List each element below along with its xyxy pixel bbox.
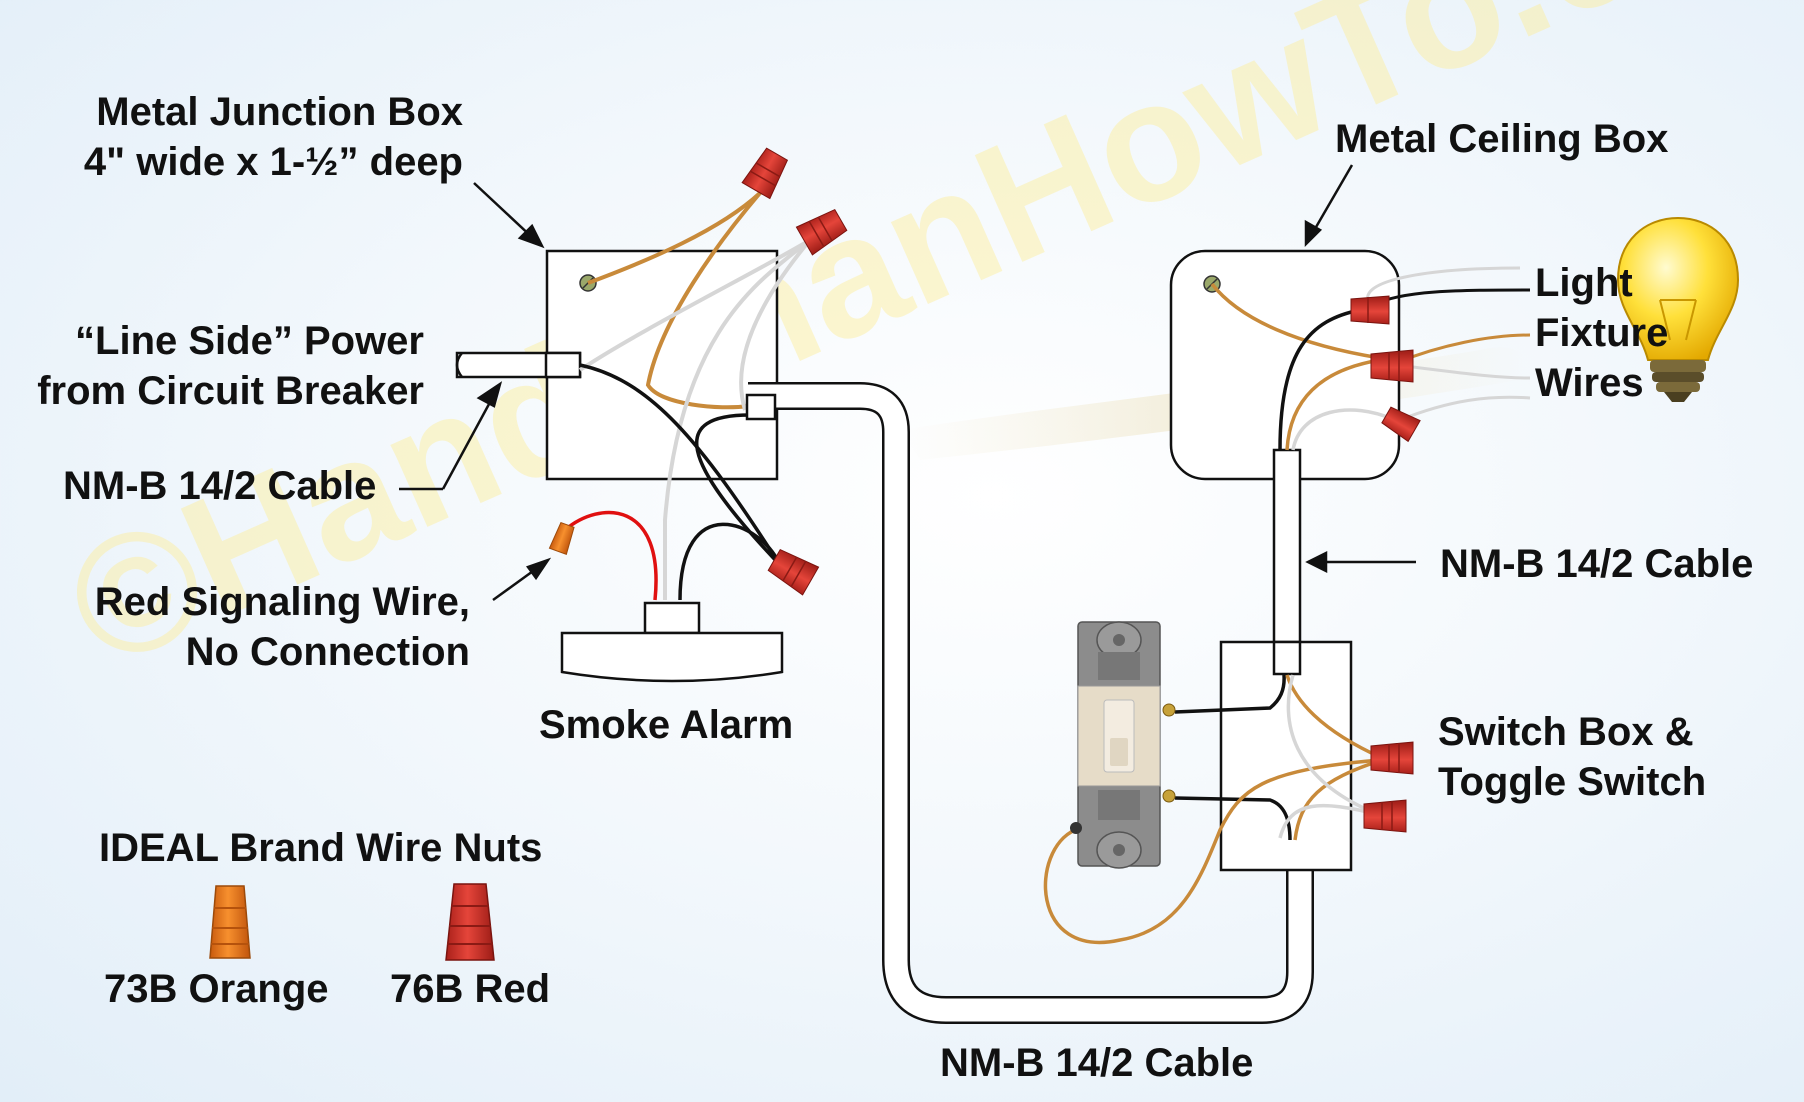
- signal-wire: [563, 510, 658, 601]
- wire-nut-junction-bottom: [767, 548, 820, 596]
- switch-box-group: [1043, 621, 1414, 945]
- switch-neutral-a: [1286, 674, 1381, 817]
- hot-wire-j3: [678, 522, 782, 601]
- light-fixture-label-line3: Wires: [1535, 361, 1644, 405]
- smoke-alarm-label: Smoke Alarm: [539, 703, 794, 747]
- red-wire-label: Red Signaling Wire, No Connection: [40, 577, 470, 677]
- switch-hot-in: [1174, 674, 1286, 714]
- cable-left-label: NM-B 14/2 Cable: [63, 464, 377, 508]
- switch-box-label-line1: Switch Box &: [1438, 710, 1694, 754]
- switch-neutral-b: [1278, 803, 1381, 839]
- neutral-wire-j1: [578, 238, 812, 372]
- switch-ground-loop: [1043, 758, 1381, 945]
- orange-nut-label: 73B Orange: [104, 967, 329, 1011]
- wire-nut-signal-orange: [548, 521, 575, 556]
- light-fixture-label: Light Fixture Wires: [1535, 258, 1668, 408]
- smoke-alarm-body: [560, 631, 784, 683]
- cable-right-label: NM-B 14/2 Cable: [1440, 542, 1754, 586]
- line-side-label-line2: from Circuit Breaker: [37, 369, 424, 413]
- wire-nut-switch-1: [1370, 741, 1414, 775]
- hot-wire-j1: [579, 363, 782, 566]
- red-wire-label-line1: Red Signaling Wire,: [94, 580, 470, 624]
- ground-wire-j2: [645, 191, 762, 410]
- red-nut-label: 76B Red: [390, 967, 551, 1011]
- junction-box-label-line1: Metal Junction Box: [96, 90, 463, 134]
- hot-wire-j2: [695, 413, 782, 567]
- lightbulb-icon: [1616, 216, 1740, 402]
- neutral-wire-j2: [663, 238, 812, 600]
- switch-box: [1219, 640, 1353, 872]
- switch-hot-out: [1174, 796, 1292, 841]
- annotation-arrows: [399, 164, 1416, 602]
- wire-nut-junction-right: [795, 208, 848, 256]
- ceiling-box-group: [1169, 249, 1531, 677]
- wire-nut-ceiling-2: [1370, 349, 1414, 383]
- wire-nut-switch-2: [1363, 799, 1407, 833]
- legend-red-nut-icon: [445, 883, 495, 961]
- switch-box-label-line2: Toggle Switch: [1438, 760, 1707, 804]
- wire-nut-ceiling-1: [1350, 295, 1390, 325]
- cable-bottom-label: NM-B 14/2 Cable: [940, 1041, 1254, 1085]
- line-side-label-line1: “Line Side” Power: [75, 319, 424, 363]
- junction-box-label-line2: 4" wide x 1-½” deep: [83, 140, 463, 184]
- wire-nut-ceiling-3: [1381, 406, 1421, 443]
- junction-box-group: [455, 147, 848, 601]
- ceiling-ground-wire: [1210, 282, 1381, 360]
- fixture-wire-white-3: [1399, 395, 1531, 422]
- switch-ground-b: [1293, 758, 1383, 841]
- ceiling-neutral-wire: [1291, 408, 1396, 451]
- ceiling-hot-wire: [1278, 308, 1361, 451]
- legend-orange-nut-icon: [209, 885, 251, 959]
- red-wire-label-line2: No Connection: [185, 630, 470, 674]
- ceiling-ground-wire-down: [1285, 358, 1381, 451]
- ceiling-box-label: Metal Ceiling Box: [1335, 117, 1669, 161]
- neutral-wire-j3: [739, 238, 812, 411]
- vertical-cable: [1272, 448, 1302, 677]
- junction-box-label: Metal Junction Box 4" wide x 1-½” deep: [40, 87, 463, 187]
- line-side-label: “Line Side” Power from Circuit Breaker: [10, 316, 424, 416]
- smoke-alarm-mount: [643, 601, 701, 635]
- light-fixture-label-line2: Fixture: [1535, 311, 1669, 355]
- ground-wire-j1: [587, 191, 762, 285]
- wire-nuts-title: IDEAL Brand Wire Nuts: [99, 826, 543, 870]
- switch-box-label: Switch Box & Toggle Switch: [1438, 707, 1706, 807]
- light-fixture-label-line1: Light: [1535, 261, 1633, 305]
- long-cable: [745, 382, 1314, 1024]
- toggle-switch: [1070, 621, 1176, 869]
- wire-nut-junction-top: [741, 147, 789, 200]
- smoke-alarm-group: [560, 601, 784, 683]
